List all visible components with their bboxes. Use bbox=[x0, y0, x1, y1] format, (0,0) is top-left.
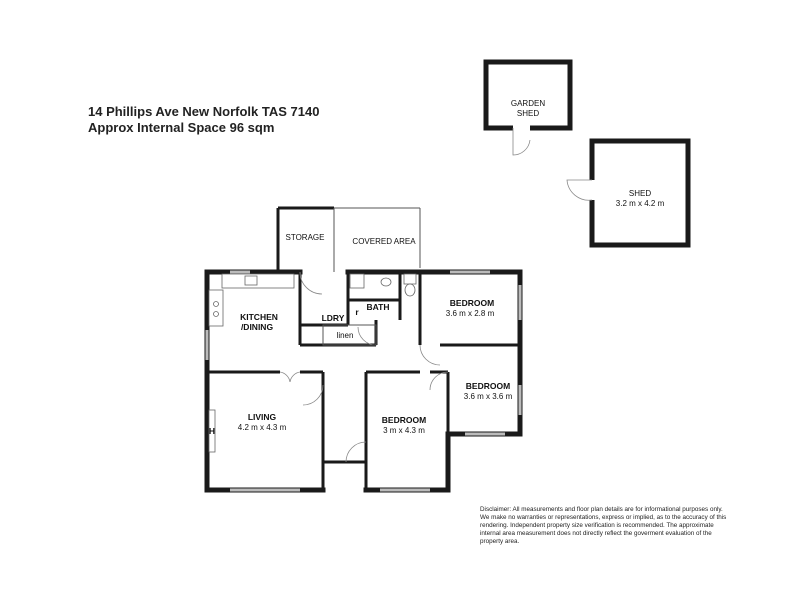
bedroom3-size: 3 m x 4.3 m bbox=[383, 426, 425, 435]
bedroom1-label: BEDROOM bbox=[450, 298, 494, 308]
garden-shed: GARDEN SHED bbox=[483, 59, 573, 156]
robe-label: r bbox=[355, 307, 359, 317]
garden-shed-door bbox=[512, 128, 531, 156]
kitchen-bench bbox=[221, 273, 295, 289]
fixtures bbox=[205, 270, 522, 492]
heater-unit bbox=[208, 409, 216, 453]
linen-label: linen bbox=[337, 331, 354, 340]
kitchen-label-line2: /DINING bbox=[241, 322, 274, 332]
living-label: LIVING bbox=[248, 412, 277, 422]
address-text: 14 Phillips Ave New Norfolk TAS 7140 bbox=[88, 104, 320, 119]
heater-label: H bbox=[209, 426, 215, 436]
shed: SHED 3.2 m x 4.2 m bbox=[566, 138, 691, 248]
laundry-label: LDRY bbox=[322, 313, 345, 323]
room-labels: KITCHEN /DINING LDRY BATH r linen BEDROO… bbox=[209, 298, 513, 436]
interior-walls bbox=[207, 271, 520, 463]
toilet-cistern-icon bbox=[403, 273, 417, 285]
living-size: 4.2 m x 4.3 m bbox=[238, 423, 287, 432]
covered-area-label: COVERED AREA bbox=[352, 237, 416, 246]
garden-shed-label-line1: GARDEN bbox=[511, 99, 545, 108]
toilet-icon bbox=[404, 283, 416, 297]
stove-burner-icon bbox=[213, 311, 219, 317]
storage-area: STORAGE COVERED AREA bbox=[276, 206, 421, 272]
bedroom1-size: 3.6 m x 2.8 m bbox=[446, 309, 495, 318]
stove-burner-icon bbox=[213, 301, 219, 307]
shed-size: 3.2 m x 4.2 m bbox=[616, 199, 665, 208]
bedroom3-label: BEDROOM bbox=[382, 415, 426, 425]
area-text: Approx Internal Space 96 sqm bbox=[88, 120, 275, 135]
basin-icon bbox=[380, 277, 392, 287]
property-title: 14 Phillips Ave New Norfolk TAS 7140 App… bbox=[88, 104, 319, 136]
shed-door bbox=[566, 179, 593, 201]
kitchen-label-line1: KITCHEN bbox=[240, 312, 278, 322]
bedroom2-size: 3.6 m x 3.6 m bbox=[464, 392, 513, 401]
kitchen-side-bench bbox=[208, 289, 224, 327]
laundry-tub-icon bbox=[349, 273, 365, 289]
kitchen-sink-icon bbox=[244, 275, 258, 286]
shed-label: SHED bbox=[629, 189, 651, 198]
disclaimer-text: Disclaimer: All measurements and floor p… bbox=[480, 506, 727, 545]
garden-shed-label-line2: SHED bbox=[517, 109, 539, 118]
bath-label: BATH bbox=[367, 302, 390, 312]
storage-label: STORAGE bbox=[286, 233, 325, 242]
bedroom2-label: BEDROOM bbox=[466, 381, 510, 391]
